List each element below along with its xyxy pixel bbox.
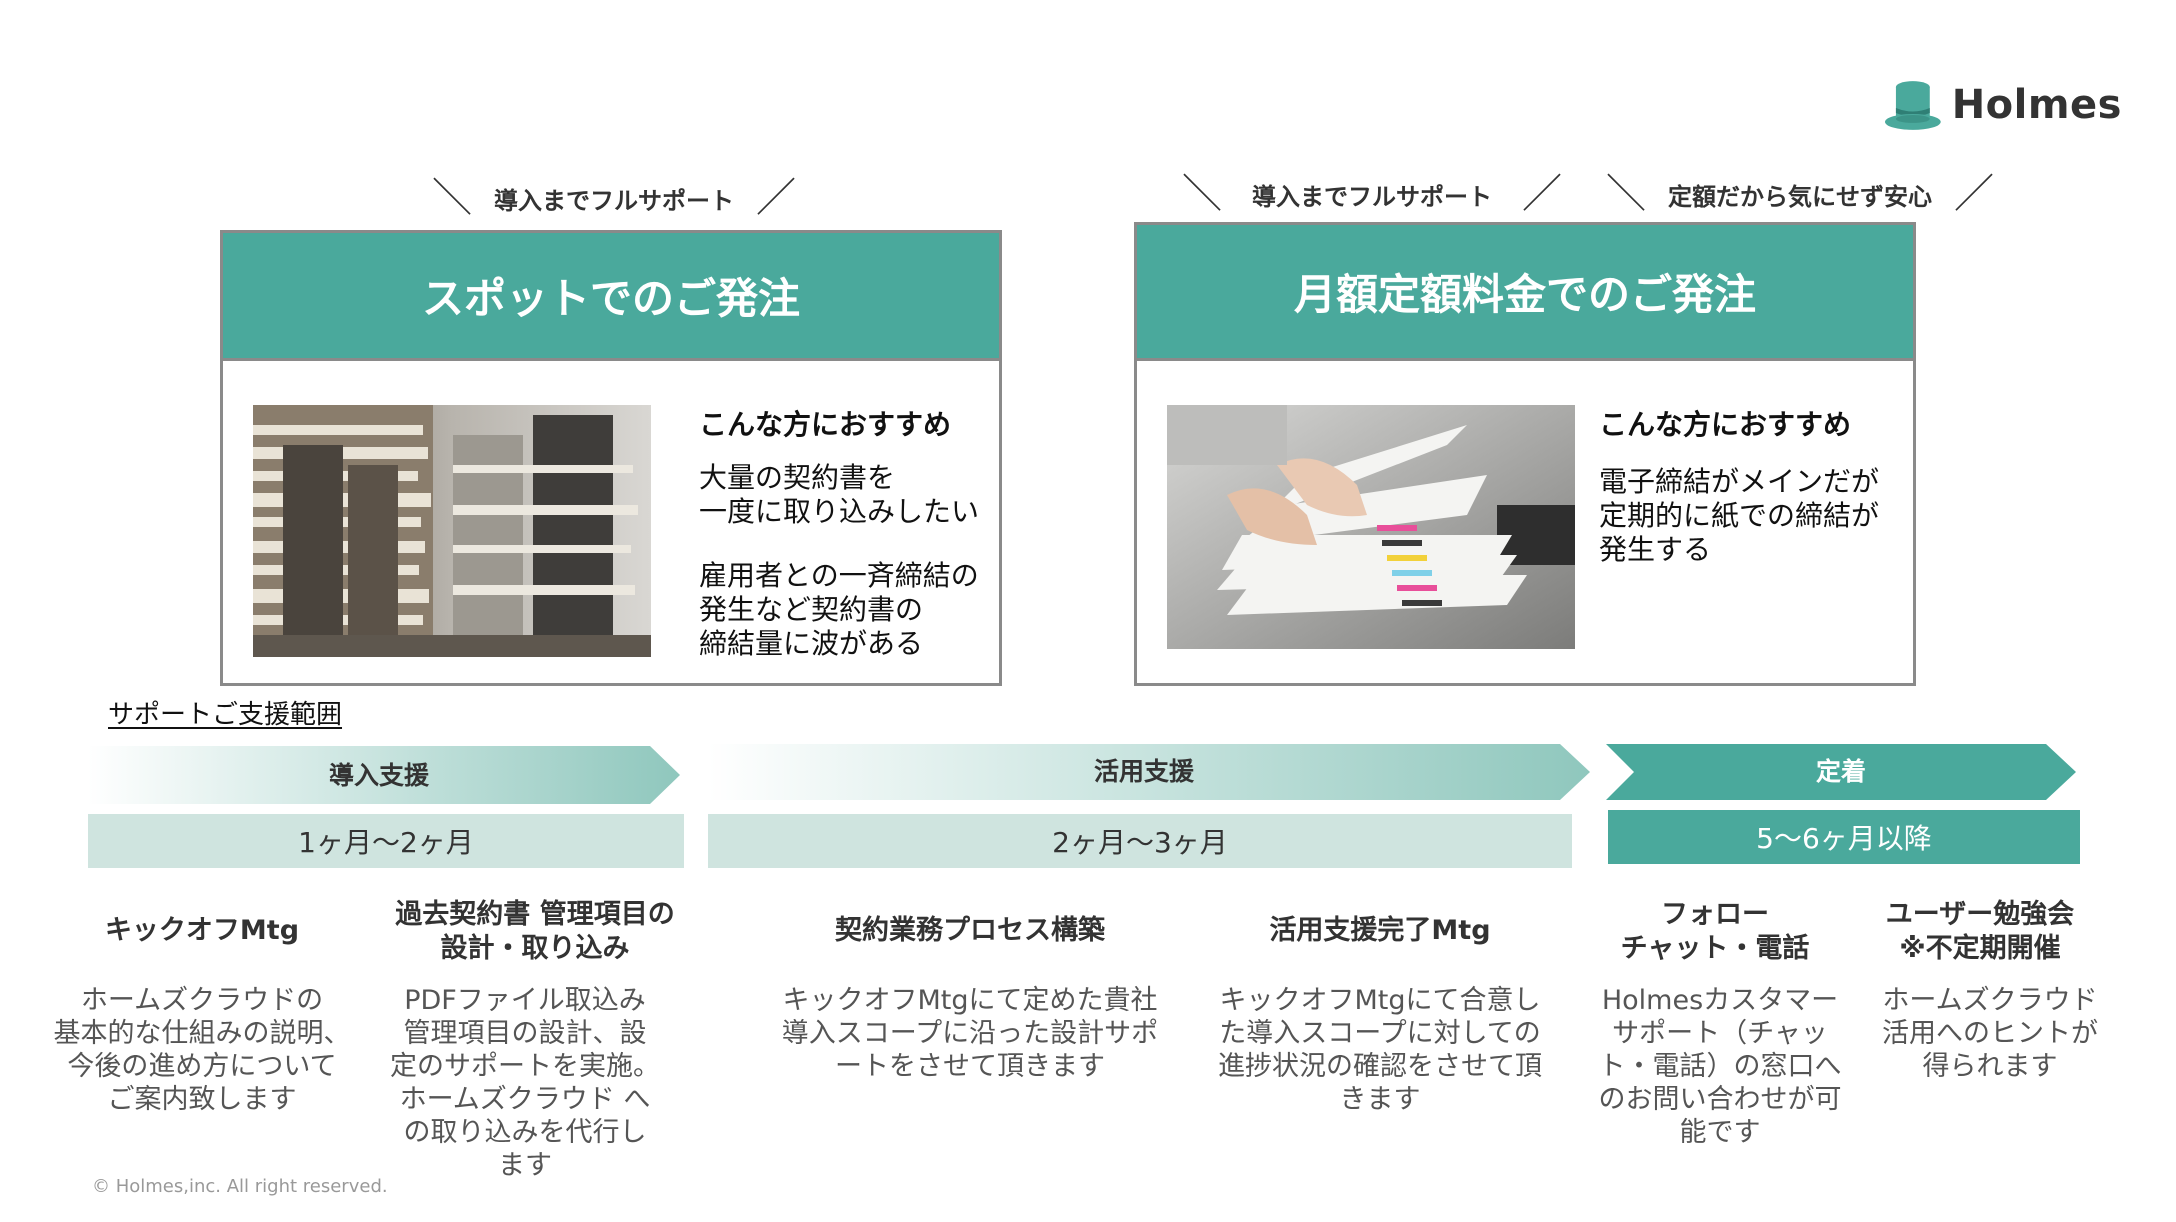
- phase-retention-label: 定着: [1815, 757, 1866, 786]
- item-past-contracts-title: 過去契約書 管理項目の 設計・取り込み: [395, 899, 675, 964]
- tagline-right: ＼ 導入までフルサポート ／ ＼ 定額だから気にせず安心 ／: [1182, 171, 1994, 217]
- tagline-right-b: 定額だから気にせず安心: [1668, 182, 1932, 211]
- tagline-right-a: 導入までフルサポート: [1252, 182, 1492, 211]
- spot-rec-title: こんな方におすすめ: [699, 408, 952, 441]
- spot-rec-text-2: 雇用者との一斉締結の 発生など契約書の 締結量に波がある: [699, 559, 979, 660]
- phase-onboarding-label: 導入支援: [328, 761, 429, 790]
- monthly-rec-title: こんな方におすすめ: [1599, 408, 1852, 441]
- spot-order-card: スポットでのご発注: [220, 230, 1002, 686]
- duration-utilization: 2ヶ月〜3ヶ月: [708, 814, 1572, 868]
- phase-utilization-label: 活用支援: [1093, 757, 1194, 786]
- item-kickoff-desc: ホームズクラウドの 基本的な仕組みの説明、 今後の進め方について ご案内致します: [53, 985, 351, 1115]
- item-past-contracts-desc: PDFファイル取込み 管理項目の設計、設 定のサポートを実施。 ホームズクラウド…: [390, 985, 660, 1181]
- duration-retention: 5〜6ヶ月以降: [1608, 810, 2080, 864]
- item-completion-desc: キックオフMtgにて合意し た導入スコープに対しての 進捗状況の確認をさせて頂 …: [1218, 985, 1542, 1115]
- support-scope-label: サポートご支援範囲: [108, 700, 343, 730]
- item-completion-title: 活用支援完了Mtg: [1269, 915, 1491, 946]
- stacked-binders-photo: [253, 405, 651, 657]
- phase-arrow-utilization: [708, 744, 1590, 800]
- holmes-logo: Holmes: [1882, 70, 2122, 140]
- item-kickoff-title: キックオフMtg: [104, 915, 300, 946]
- item-process-desc: キックオフMtgにて定めた貴社 導入スコープに沿った設計サポ ートをさせて頂きま…: [781, 985, 1159, 1082]
- item-workshop-desc: ホームズクラウド 活用へのヒントが 得られます: [1882, 985, 2098, 1082]
- duration-onboarding: 1ヶ月〜2ヶ月: [88, 814, 684, 868]
- top-hat-icon: [1884, 81, 1941, 130]
- monthly-rec-text-1: 電子締結がメインだが 定期的に紙での締結が 発生する: [1599, 465, 1880, 566]
- monthly-order-card: 月額定額料金でのご発注: [1134, 222, 1916, 686]
- item-process-title: 契約業務プロセス構築: [835, 915, 1105, 946]
- copyright: © Holmes,inc. All right reserved.: [92, 1176, 388, 1197]
- spot-order-title: スポットでのご発注: [223, 233, 999, 361]
- document-stack-photo: [1167, 405, 1575, 649]
- phase-arrow-onboarding: [88, 746, 680, 804]
- item-follow-title: フォロー チャット・電話: [1620, 899, 1810, 964]
- phase-arrow-retention: [1606, 744, 2076, 800]
- item-follow-desc: Holmesカスタマー サポート（チャッ ト・電話）の窓口へ のお問い合わせが可…: [1598, 985, 1842, 1148]
- logo-text: Holmes: [1951, 82, 2122, 128]
- monthly-order-title: 月額定額料金でのご発注: [1137, 225, 1913, 361]
- spot-rec-text-1: 大量の契約書を 一度に取り込みしたい: [699, 461, 980, 528]
- tagline-left-text: 導入までフルサポート: [494, 186, 734, 215]
- item-workshop-title: ユーザー勉強会 ※不定期開催: [1885, 899, 2075, 964]
- tagline-left: ＼ 導入までフルサポート ／: [432, 175, 796, 221]
